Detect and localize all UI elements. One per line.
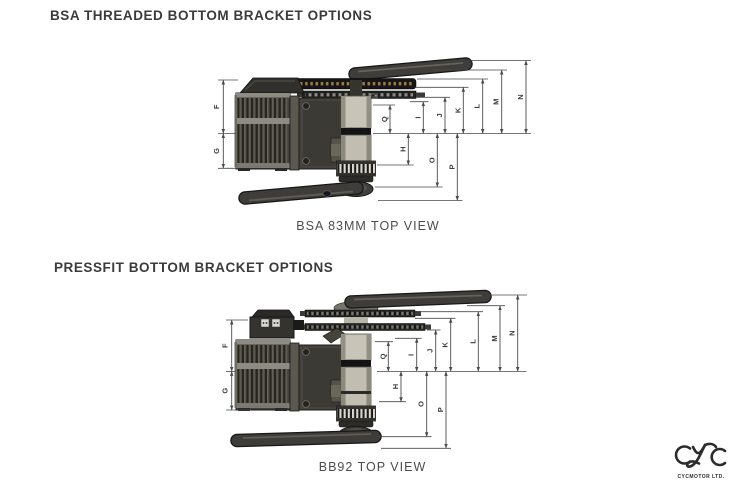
caption-bsa-83mm: BSA 83MM TOP VIEW	[296, 219, 440, 233]
dim-label-j: J	[435, 113, 444, 117]
screw-icon	[302, 102, 310, 110]
dim-label-q: Q	[380, 116, 389, 122]
dim-label-f: F	[212, 104, 221, 109]
screw-icon	[302, 157, 310, 165]
pedal-hole	[322, 190, 332, 197]
connector-port	[260, 318, 270, 328]
mount-clamp	[289, 95, 300, 171]
spindle-seal-band	[341, 360, 371, 367]
dim-label-n: N	[508, 330, 517, 335]
dim-label-i: I	[413, 117, 422, 119]
dim-label-m: M	[490, 335, 499, 341]
dim-label-j: J	[426, 349, 435, 353]
dim-label-i: I	[407, 354, 416, 356]
dimension-lines-bb92: F G Q I J K L M N H O P	[221, 294, 527, 449]
section-title-bsa-threaded: BSA THREADED BOTTOM BRACKET OPTIONS	[50, 8, 373, 23]
dim-label-p: P	[436, 407, 445, 412]
motor-illustration-bsa	[234, 57, 473, 205]
dim-label-f: F	[221, 343, 230, 348]
cyc-logo-icon	[674, 442, 727, 468]
dim-label-h: H	[398, 146, 407, 151]
motor-illustration-bb92	[230, 289, 492, 448]
dimension-lines-bsa: F G Q I J K L M N H O P	[212, 60, 531, 201]
bb92-diagram: F G Q I J K L M N H O P	[221, 289, 527, 449]
mount-clamp	[289, 342, 300, 412]
controller-box-top	[251, 309, 295, 318]
dim-label-l: L	[468, 339, 477, 344]
dim-label-m: M	[492, 99, 501, 105]
logo-company-text: CYCMOTOR LTD.	[677, 474, 725, 480]
cable-connector	[293, 320, 304, 330]
dim-label-g: G	[221, 388, 230, 394]
dim-label-g: G	[212, 148, 221, 154]
connector-port	[271, 318, 281, 328]
dim-label-k: K	[453, 107, 462, 113]
spindle-lower	[340, 366, 372, 407]
screw-icon	[302, 348, 310, 356]
dim-label-p: P	[447, 164, 456, 169]
dim-label-q: Q	[378, 353, 387, 359]
screw-icon	[302, 400, 310, 408]
dim-label-o: O	[427, 157, 436, 163]
dim-label-l: L	[473, 103, 482, 108]
caption-bb92: BB92 TOP VIEW	[318, 460, 427, 474]
bsa-83mm-diagram: F G Q I J K L M N H O P	[212, 57, 531, 205]
spindle-seal-band	[341, 128, 371, 135]
dim-label-k: K	[441, 342, 450, 348]
dim-label-o: O	[417, 401, 426, 407]
dim-label-h: H	[391, 384, 400, 389]
section-title-pressfit: PRESSFIT BOTTOM BRACKET OPTIONS	[54, 260, 334, 275]
dim-label-n: N	[516, 94, 525, 99]
company-logo: CYCMOTOR LTD.	[663, 440, 739, 480]
